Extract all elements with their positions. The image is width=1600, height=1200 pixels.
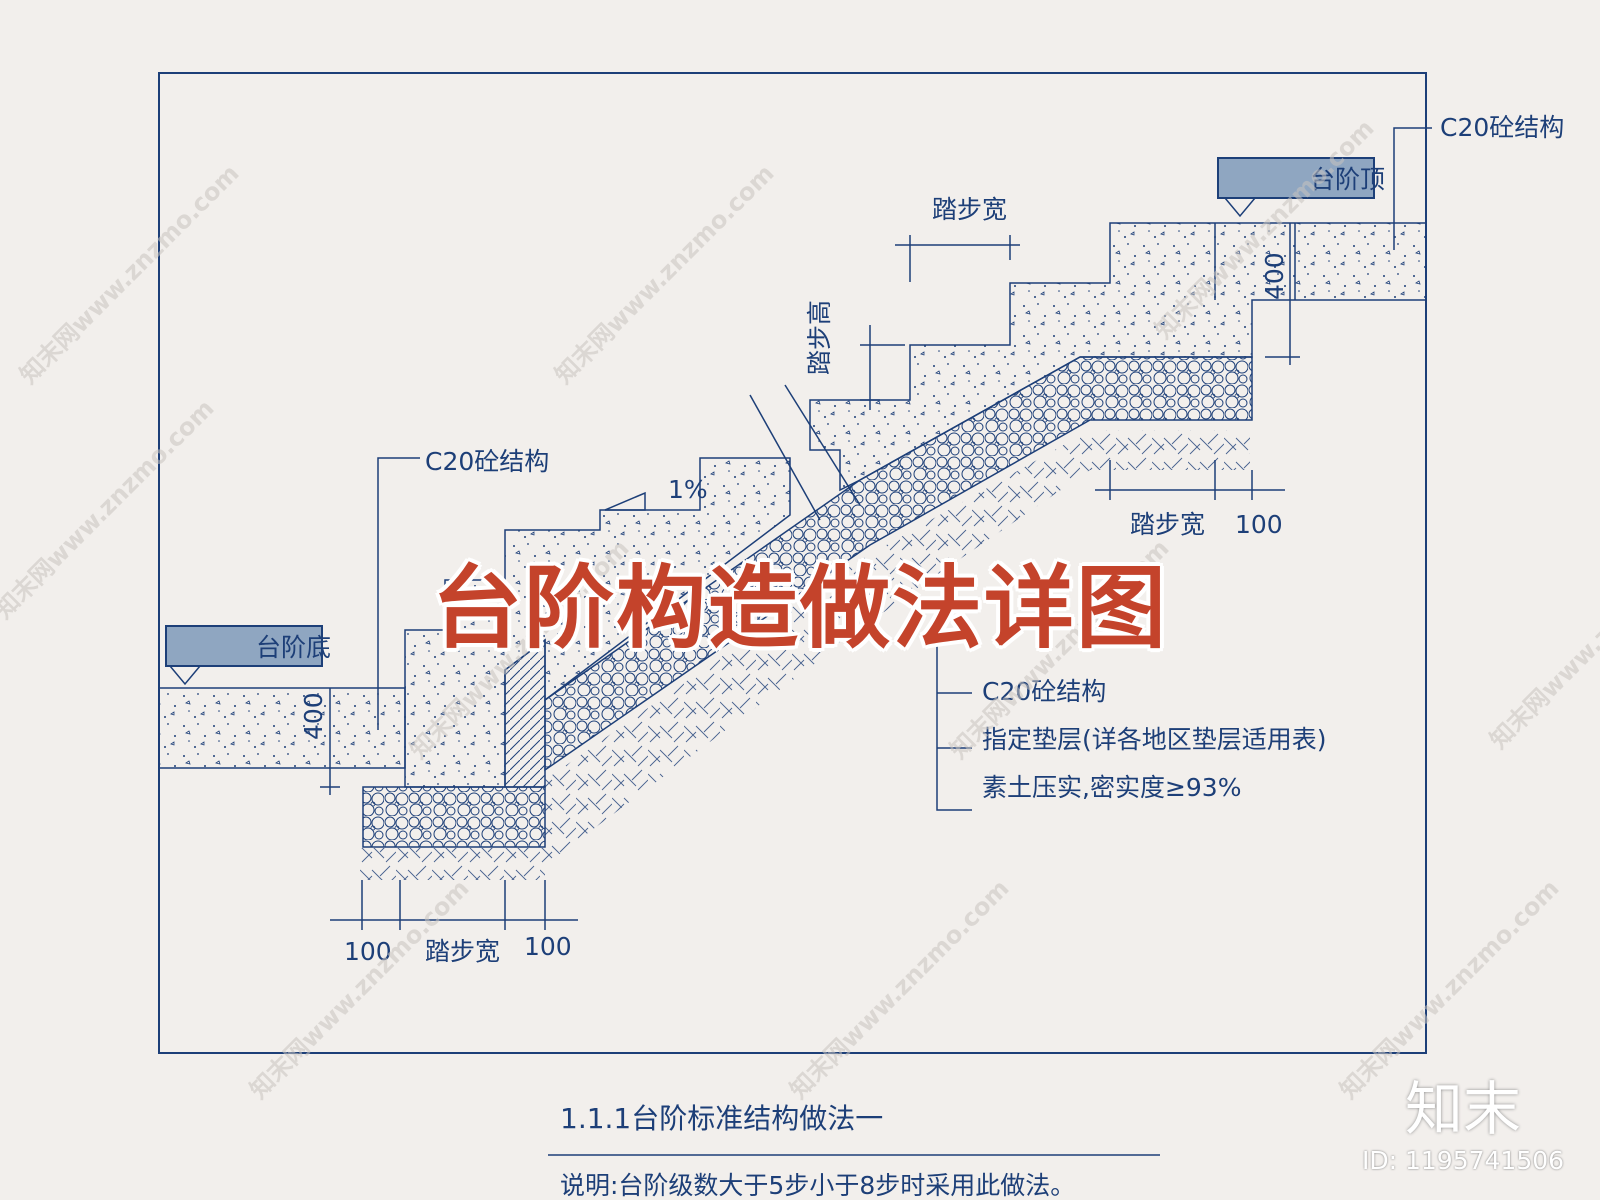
elevation-tag-bottom xyxy=(165,625,323,667)
figure-caption: 1.1.1台阶标准结构做法一 xyxy=(560,1102,883,1135)
dim-100-bottom-right: 100 xyxy=(524,932,572,961)
figure-note: 说明:台阶级数大于5步小于8步时采用此做法。 xyxy=(560,1171,1075,1200)
image-id: ID: 1195741506 xyxy=(1362,1146,1565,1175)
tread-width-top-label: 踏步宽 xyxy=(932,195,1007,224)
break-line xyxy=(749,394,821,521)
dim-100-left: 100 xyxy=(344,937,392,966)
page-title: 台阶构造做法详图 xyxy=(432,556,1168,661)
slope-label: 1% xyxy=(668,475,708,504)
dim-400-right: 400 xyxy=(1260,252,1289,300)
elevation-tag-top xyxy=(1217,157,1375,199)
tread-width-bottom-label: 踏步宽 xyxy=(425,937,500,966)
platform-top-label: 台阶顶 xyxy=(1310,165,1385,194)
riser-height-label: 踏步高 xyxy=(805,300,834,375)
watermark: 知末网www.znzmo.com xyxy=(784,874,1014,1104)
platform-bottom-label: 台阶底 xyxy=(256,633,331,662)
legend-cushion: 指定垫层(详各地区垫层适用表) xyxy=(982,725,1327,754)
compacted-soil-lower xyxy=(360,848,545,880)
watermark: 知末网www.znzmo.com xyxy=(549,159,779,389)
ground-slab xyxy=(158,687,406,769)
concrete-steps-upper xyxy=(809,222,1427,492)
tread-width-right-label: 踏步宽 xyxy=(1130,510,1205,539)
watermark: 知末网www.znzmo.com xyxy=(14,159,244,389)
top-material-label: C20砼结构 xyxy=(1440,113,1564,142)
brand-logo: 知末 xyxy=(1405,1075,1522,1143)
dim-400-left: 400 xyxy=(299,692,328,740)
watermark: 知末网www.znzmo.com xyxy=(244,874,474,1104)
legend-soil: 素土压实,密实度≥93% xyxy=(982,773,1241,802)
left-material-label: C20砼结构 xyxy=(425,447,549,476)
legend-concrete: C20砼结构 xyxy=(982,677,1106,706)
concrete-steps-lower xyxy=(404,457,791,788)
drawing-frame xyxy=(158,72,1427,1054)
gravel-cushion-base xyxy=(362,786,546,848)
dim-100-right: 100 xyxy=(1235,510,1283,539)
